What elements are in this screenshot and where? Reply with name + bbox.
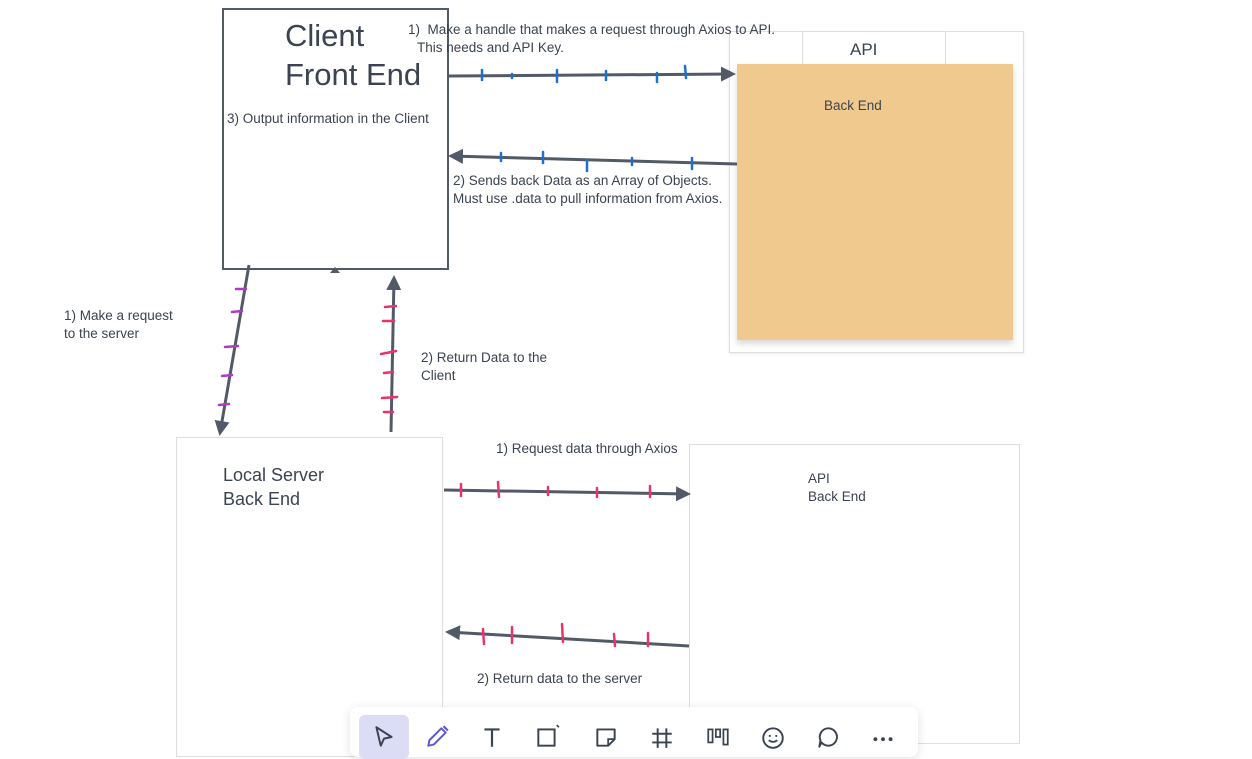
api-backend-sticky-note[interactable] [737,64,1013,340]
server-to-client-label-line2: Client [421,368,456,383]
client-to-server-label-line1: 1) Make a request [64,308,173,323]
square-icon [537,724,560,747]
client-to-server-label-line2: to the server [64,326,140,341]
board-tool[interactable] [693,715,743,759]
pencil-icon [427,725,449,747]
hash-frame-icon [652,728,672,748]
speech-bubble-icon [818,727,838,748]
api-sticky-text: Back End [824,98,882,113]
frame-tool[interactable] [637,715,687,759]
arrow-api-to-server[interactable] [445,622,690,648]
api-to-client-label-line2: Must use .data to pull information from … [453,191,723,206]
local-server-box[interactable] [176,437,443,757]
api-top-label-box[interactable] [802,31,946,67]
sticky-note-tool[interactable] [581,715,631,759]
client-title-line2: Front End [285,57,422,92]
api-to-server-label: 2) Return data to the server [477,671,643,686]
cursor-arrow-icon [375,726,393,747]
select-tool[interactable] [359,715,409,759]
arrow-server-to-api[interactable] [443,480,691,502]
arrow-api-to-client[interactable] [448,148,738,173]
api-bottom-box[interactable] [689,444,1020,744]
bottom-toolbar [350,707,918,759]
arrow-server-to-client[interactable] [379,275,402,433]
server-to-api-label: 1) Request data through Axios [496,441,678,456]
client-output-note: 3) Output information in the Client [227,111,429,126]
sticker-tool[interactable] [748,715,798,759]
local-server-line1: Local Server [223,465,325,485]
comment-tool[interactable] [803,715,853,759]
sticker-face-icon [762,727,784,749]
client-to-api-label-line2: This needs and API Key. [417,40,564,55]
more-tool[interactable] [858,715,908,759]
sticky-note-icon [596,728,616,747]
api-bottom-line2: Back End [808,489,866,504]
api-bottom-line1: API [808,471,830,486]
text-tool[interactable] [467,715,517,759]
shape-tool[interactable] [522,715,572,759]
client-to-api-label-line1: 1) Make a handle that makes a request th… [408,22,775,37]
pen-tool[interactable] [412,715,462,759]
api-to-client-label-line1: 2) Sends back Data as an Array of Object… [453,173,712,188]
arrow-client-to-server[interactable] [214,264,251,436]
more-dots-icon [873,737,893,742]
kanban-icon [707,728,729,746]
client-title-line1: Client [285,18,365,53]
arrow-client-to-api[interactable] [448,64,736,84]
text-t-icon [484,728,500,747]
server-to-client-label-line1: 2) Return Data to the [421,350,548,365]
local-server-line2: Back End [223,489,301,509]
api-top-label: API [850,40,878,59]
